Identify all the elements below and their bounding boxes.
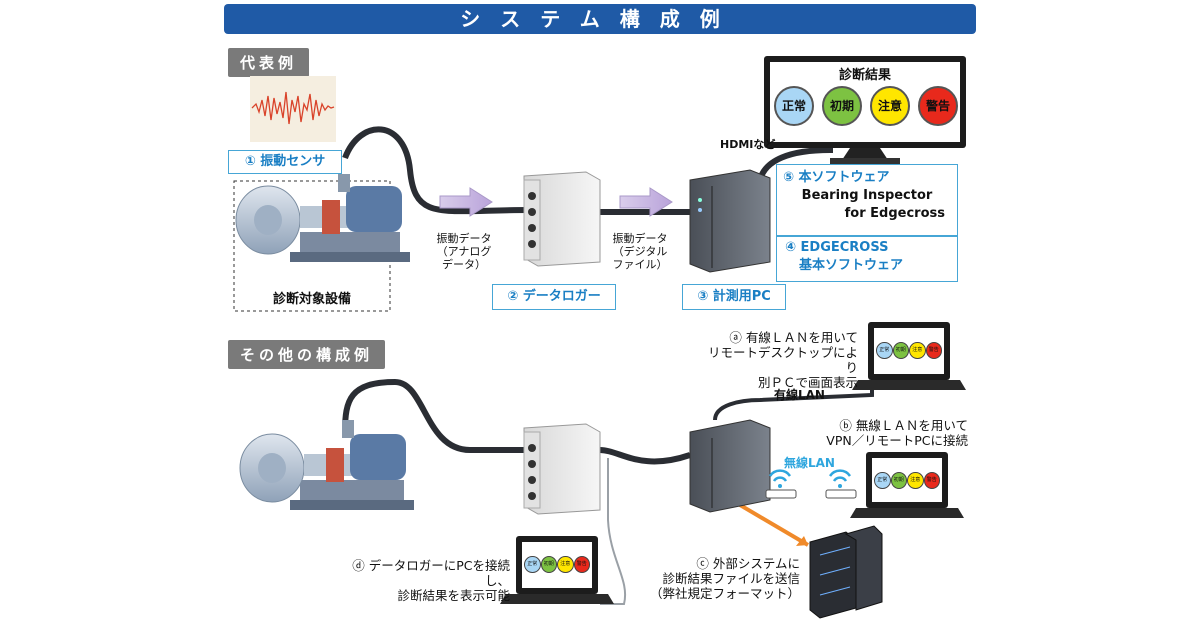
edgecross-box: ④ EDGECROSS 基本ソフトウェア — [776, 236, 958, 282]
software-box: ⑤ 本ソフトウェア Bearing Inspector for Edgecros… — [776, 164, 958, 236]
measurement-pc-bottom — [689, 419, 771, 513]
status-normal: 正常 — [774, 86, 814, 126]
server-rack-image — [809, 525, 883, 619]
flow-label-digital: 振動データ（デジタルファイル） — [612, 232, 668, 271]
logger-label: ② データロガー — [492, 284, 616, 310]
mini-status: 正常 — [876, 342, 893, 359]
mini-status: 初期 — [540, 556, 557, 573]
section-label-other: その他の構成例 — [228, 340, 386, 369]
mini-status: 注意 — [557, 556, 574, 573]
equipment-frame — [233, 180, 391, 312]
laptop-d-status-row: 正常 初期 注意 警告 — [524, 556, 590, 573]
laptop-b-status-row: 正常 初期 注意 警告 — [874, 472, 940, 489]
flow-label-analog: 振動データ（アナログデータ） — [436, 232, 492, 271]
pump-image-bottom — [239, 420, 414, 510]
hdmi-label: HDMIなど — [720, 138, 776, 151]
sensor-cable-bottom — [342, 378, 530, 453]
page-title: システム構成例 — [224, 4, 976, 34]
laptop-a — [852, 322, 966, 390]
sensor-cable — [342, 126, 531, 215]
section-label-representative: 代表例 — [228, 48, 310, 77]
waveform-graph — [250, 76, 336, 142]
note-a: ⓐ 有線ＬＡＮを用いてリモートデスクトップにより別ＰＣで画面表示 — [707, 330, 858, 390]
mini-status: 正常 — [874, 472, 891, 489]
pump-image-top — [235, 174, 410, 262]
note-c: ⓒ 外部システムに診断結果ファイルを送信（弊社規定フォーマット） — [649, 556, 800, 601]
mini-status: 警告 — [573, 556, 590, 573]
pc-label: ③ 計測用PC — [682, 284, 786, 310]
wireless-lan-label: 無線LAN — [784, 456, 835, 470]
equipment-label: 診断対象設備 — [272, 292, 351, 307]
monitor-title: 診断結果 — [838, 68, 891, 83]
mini-status: 警告 — [925, 342, 942, 359]
flow-arrow-digital — [619, 187, 673, 217]
monitor-status-row: 正常 初期 注意 警告 — [774, 86, 958, 126]
status-warning: 警告 — [918, 86, 958, 126]
orange-arrowhead — [796, 536, 808, 546]
laptop-a-status-row: 正常 初期 注意 警告 — [876, 342, 942, 359]
mini-status: 初期 — [890, 472, 907, 489]
wifi-router-left — [765, 469, 797, 499]
data-logger-bottom — [523, 423, 601, 515]
data-logger-top — [523, 171, 601, 267]
flow-arrow-analog — [439, 187, 493, 217]
wired-lan-cable — [713, 385, 874, 421]
hdmi-cable — [757, 135, 833, 181]
status-initial: 初期 — [822, 86, 862, 126]
wifi-router-right — [825, 469, 857, 499]
note-d: ⓓ データロガーにPCを接続し、診断結果を表示可能 — [352, 558, 510, 603]
mini-status: 正常 — [524, 556, 541, 573]
mini-status: 注意 — [909, 342, 926, 359]
mini-status: 警告 — [923, 472, 940, 489]
logger-cable-bottom — [599, 447, 691, 465]
orange-link — [738, 503, 810, 547]
mini-status: 注意 — [907, 472, 924, 489]
status-caution: 注意 — [870, 86, 910, 126]
usb-cable — [600, 458, 627, 605]
wired-lan-label: 有線LAN — [774, 388, 825, 402]
sensor-label: ① 振動センサ — [228, 150, 342, 174]
mini-status: 初期 — [892, 342, 909, 359]
measurement-pc-top — [689, 169, 771, 273]
